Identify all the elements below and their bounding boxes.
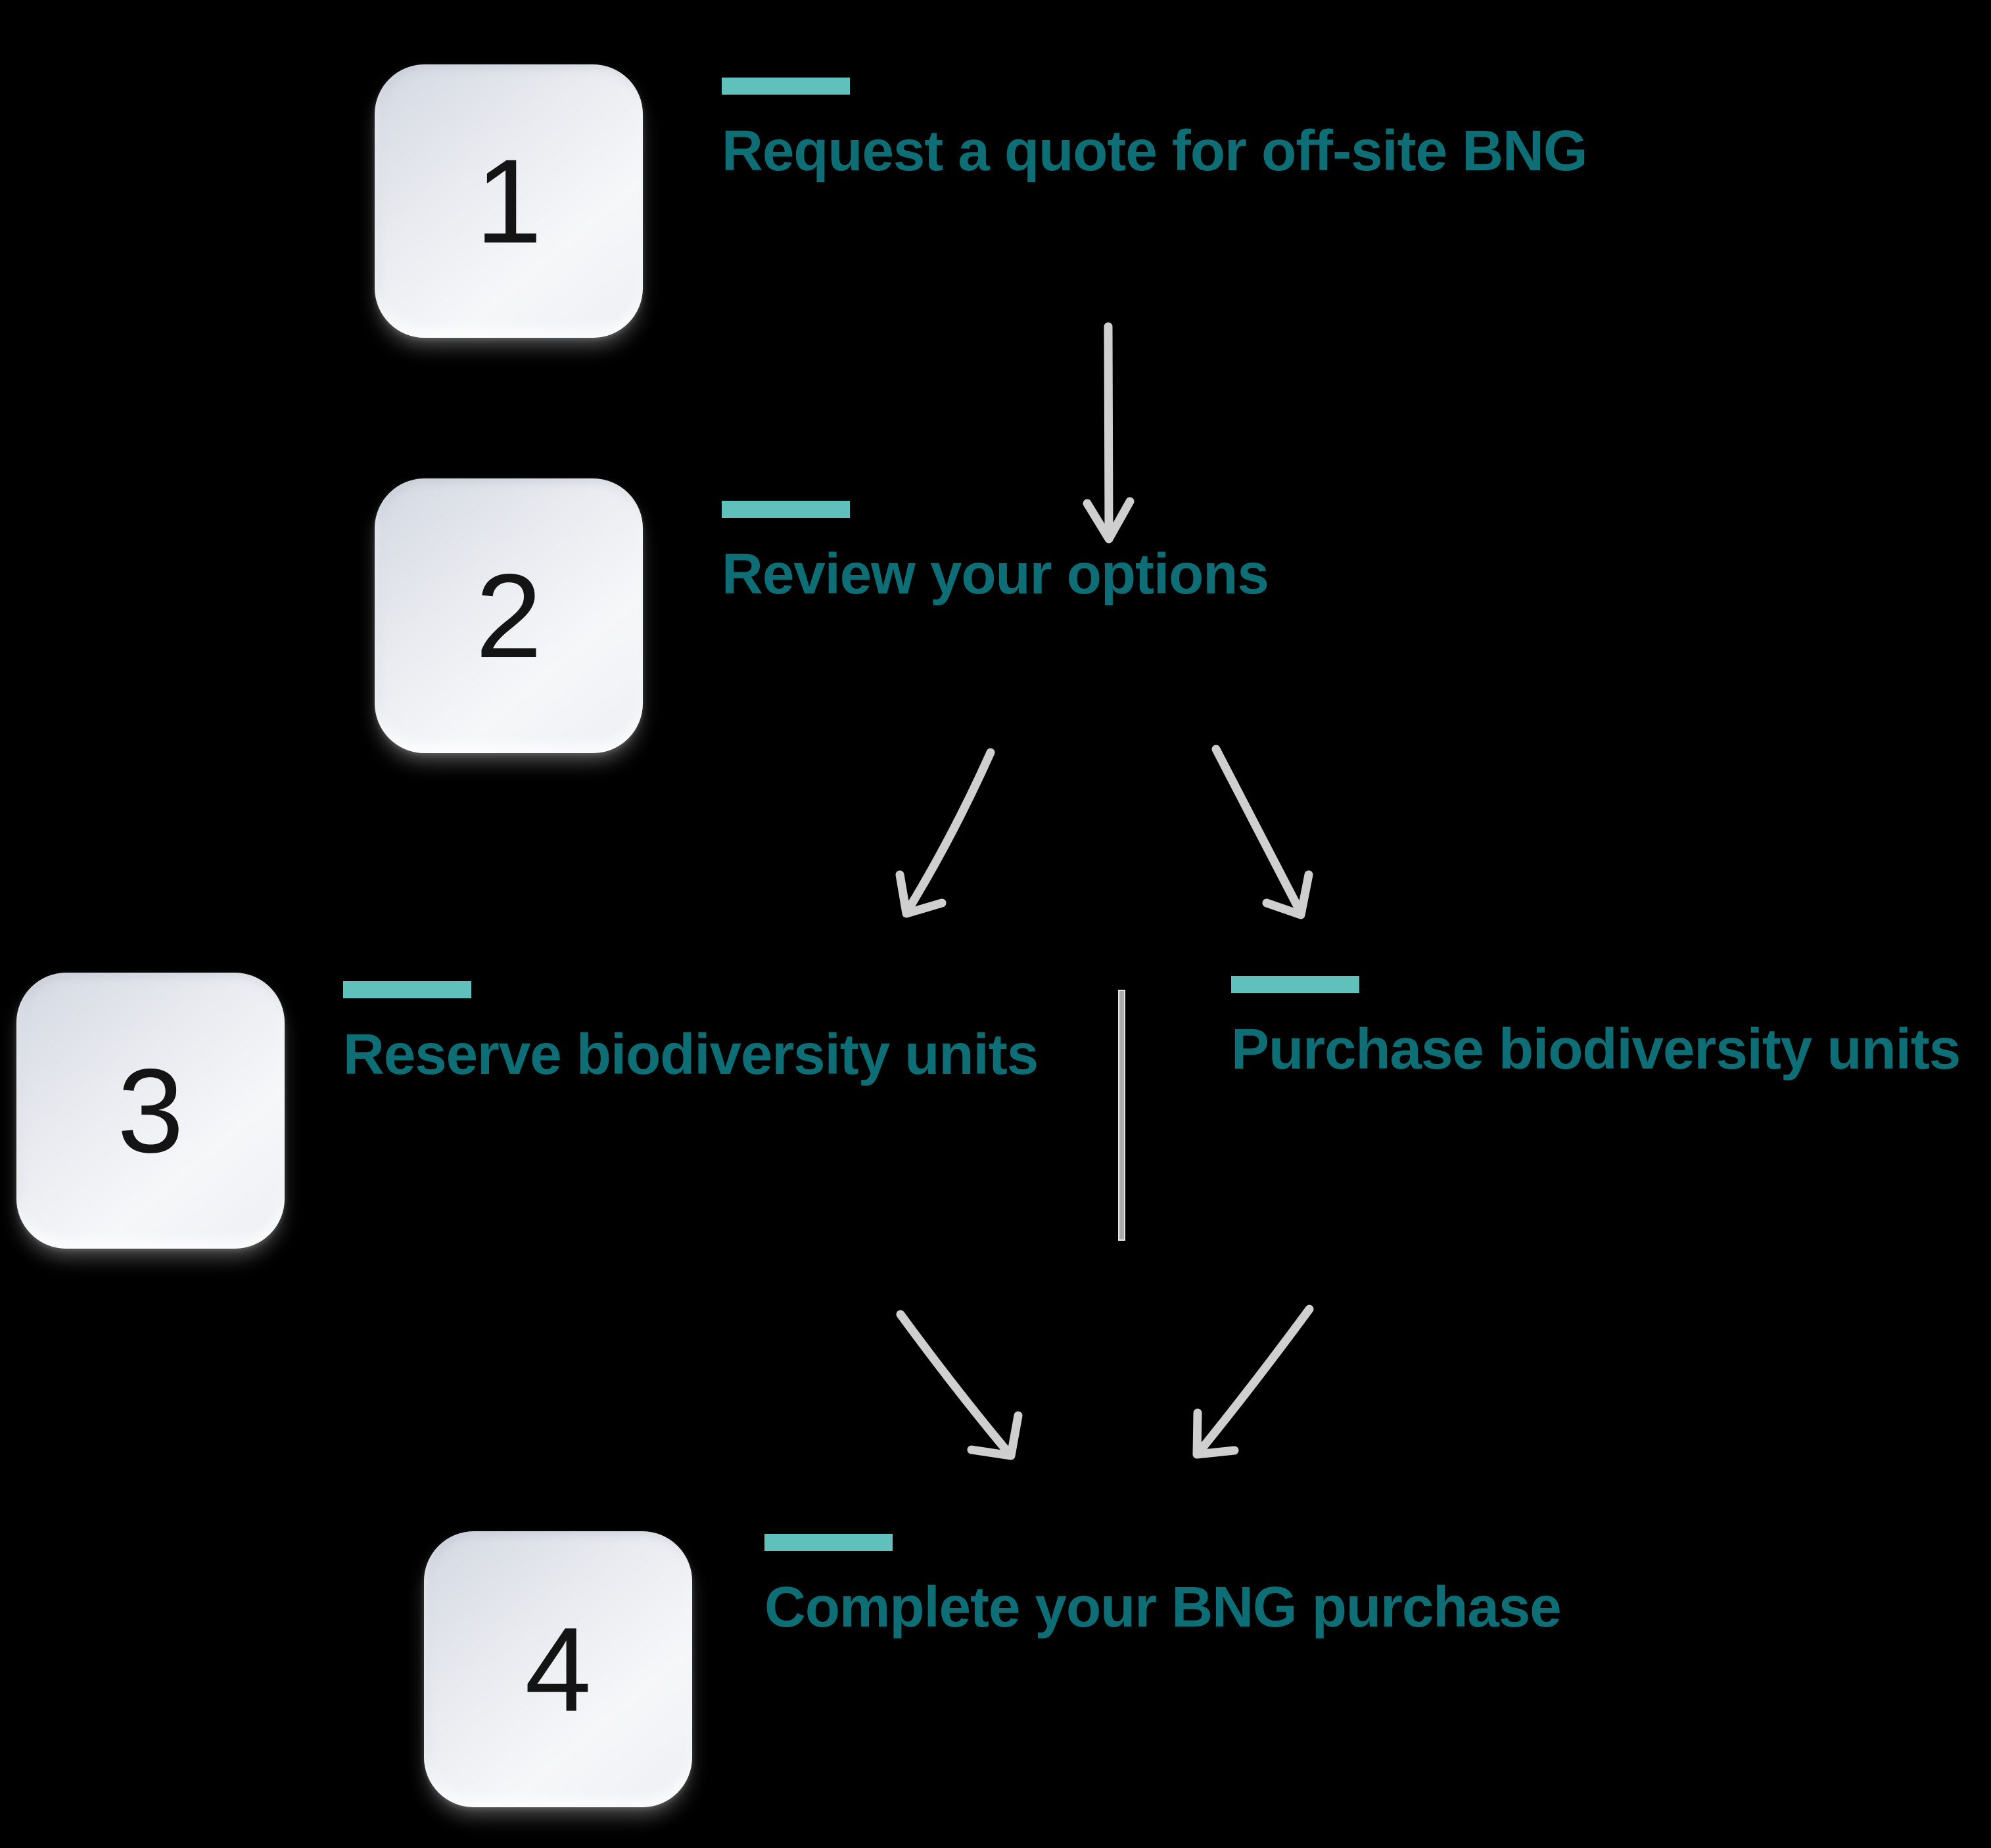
accent-bar-step-2 [722,501,850,518]
step-2-title: Review your options [722,542,1269,606]
step-1-box: 1 [375,64,643,338]
step-2-label: Review your options [722,501,1269,604]
arrow-step2-to-reserve [895,748,995,918]
step-2-box: 2 [375,478,643,753]
accent-bar-step-1 [722,78,850,95]
step-4-title: Complete your BNG purchase [764,1575,1562,1639]
options-divider-line [1118,990,1125,1241]
step-4-number: 4 [525,1602,592,1736]
step-4-label: Complete your BNG purchase [764,1534,1562,1639]
accent-bar-reserve [343,981,471,998]
arrow-step2-to-purchase [1211,745,1313,919]
accent-bar-purchase [1231,976,1359,993]
arrow-step1-to-step2 [1083,322,1135,543]
step-3-box: 3 [16,973,285,1249]
step-3-reserve-title: Reserve biodiversity units [343,1023,1039,1086]
step-1-number: 1 [475,134,542,268]
step-2-number: 2 [475,549,542,683]
arrow-reserve-to-step4 [896,1310,1023,1460]
step-3-reserve-label: Reserve biodiversity units [343,981,1039,1086]
step-3-purchase-label: Purchase biodiversity units [1231,976,1961,1081]
step-3-number: 3 [117,1044,184,1178]
step-4-box: 4 [424,1531,692,1807]
step-3-purchase-title: Purchase biodiversity units [1231,1017,1961,1081]
step-1-title: Request a quote for off-site BNG [722,119,1588,183]
step-1-label: Request a quote for off-site BNG [722,78,1588,183]
accent-bar-step-4 [764,1534,893,1551]
arrow-purchase-to-step4 [1192,1305,1314,1459]
